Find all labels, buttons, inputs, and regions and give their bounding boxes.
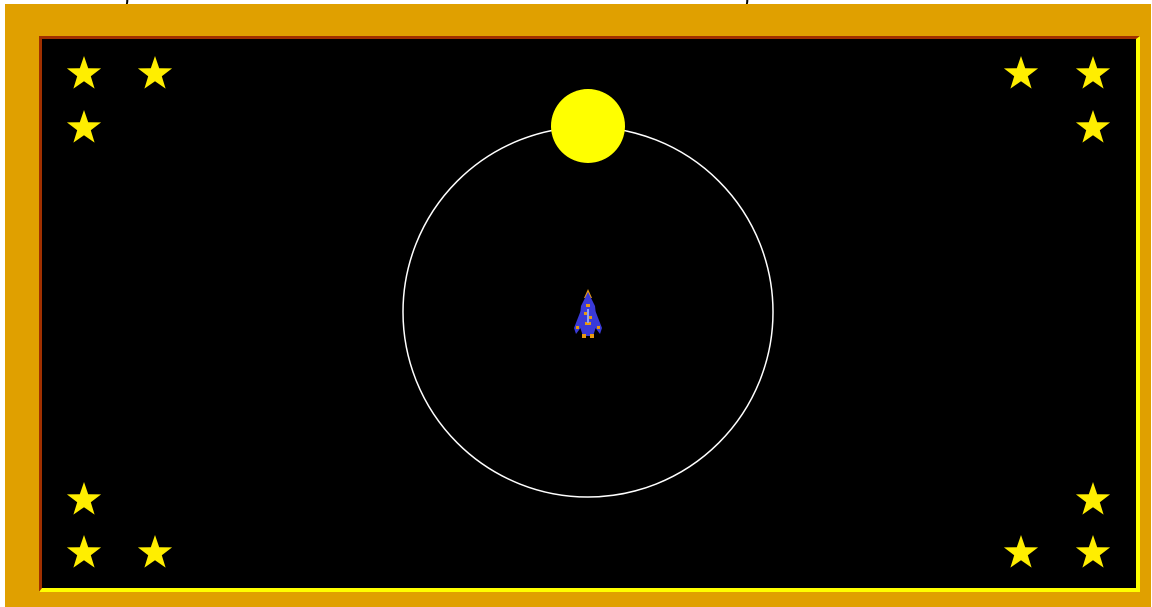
star-icon	[138, 56, 172, 89]
star-icon	[67, 535, 101, 568]
star-icon	[1076, 482, 1110, 515]
spaceship-icon[interactable]	[574, 289, 602, 338]
star-icon	[1004, 56, 1038, 89]
game-frame	[5, 4, 1151, 607]
star-cluster-top-right	[1004, 56, 1110, 143]
star-icon	[67, 56, 101, 89]
star-icon	[1076, 110, 1110, 143]
star-icon	[138, 535, 172, 568]
star-icon	[1076, 535, 1110, 568]
playfield[interactable]	[39, 36, 1140, 592]
star-cluster-top-left	[67, 56, 172, 143]
scene	[42, 39, 1136, 588]
star-icon	[1076, 56, 1110, 89]
star-icon	[67, 110, 101, 143]
star-icon	[67, 482, 101, 515]
star-cluster-bottom-right	[1004, 482, 1110, 568]
sun-icon	[551, 89, 625, 163]
star-icon	[1004, 535, 1038, 568]
star-cluster-bottom-left	[67, 482, 172, 568]
